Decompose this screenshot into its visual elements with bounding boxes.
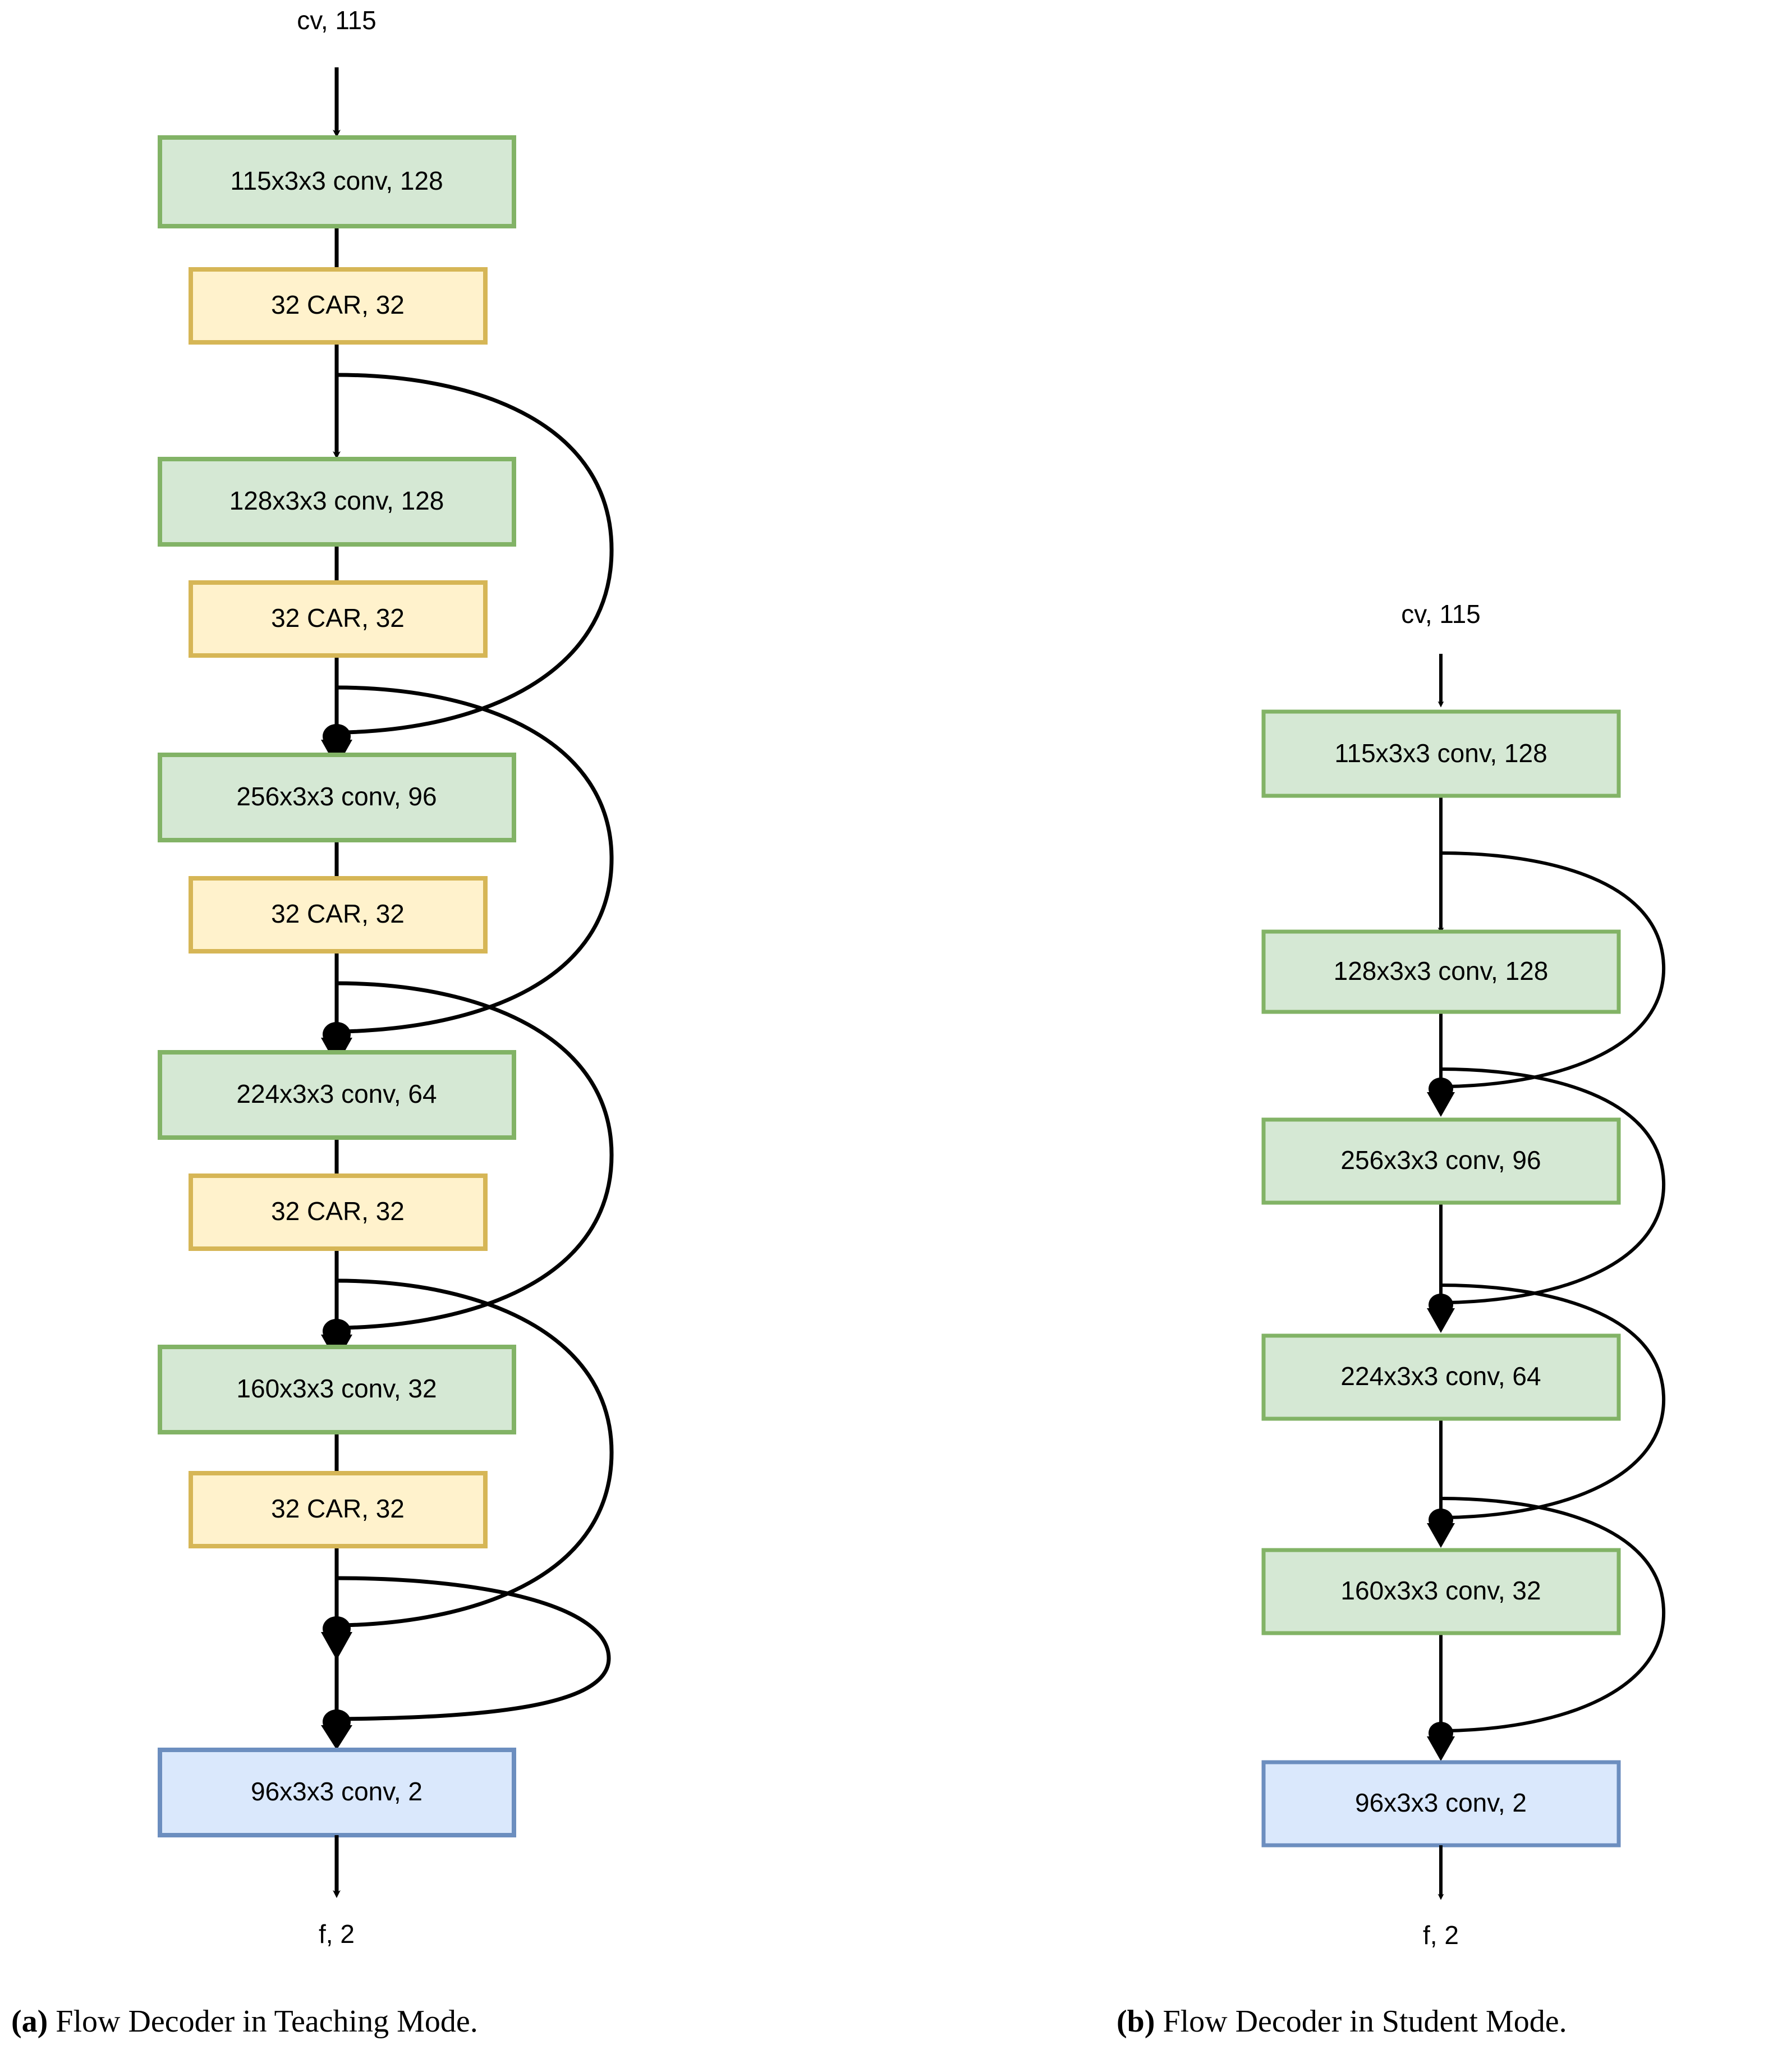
block-a-4-label: 256x3x3 conv, 96 [236, 782, 437, 811]
block-a-6[interactable]: 224x3x3 conv, 64 [158, 1050, 516, 1140]
block-a-1-label: 32 CAR, 32 [271, 290, 405, 319]
block-b-2[interactable]: 256x3x3 conv, 96 [1261, 1117, 1621, 1205]
block-a-10-label: 96x3x3 conv, 2 [251, 1777, 422, 1806]
skip-connection-a-4 [336, 1278, 614, 1628]
block-b-3-label: 224x3x3 conv, 64 [1340, 1362, 1541, 1391]
block-a-0-label: 115x3x3 conv, 128 [230, 166, 443, 195]
caption-panel-b: (b) Flow Decoder in Student Mode. [1117, 2004, 1567, 2039]
junction-b-2 [1427, 1294, 1455, 1333]
panel-a-output-label: f, 2 [319, 1919, 355, 1949]
block-b-4[interactable]: 160x3x3 conv, 32 [1261, 1548, 1621, 1635]
block-a-3[interactable]: 32 CAR, 32 [189, 580, 488, 658]
block-a-8[interactable]: 160x3x3 conv, 32 [158, 1345, 516, 1434]
skip-connection-a-2 [336, 685, 614, 1034]
block-a-3-label: 32 CAR, 32 [271, 603, 405, 632]
caption-panel-a: (a) Flow Decoder in Teaching Mode. [11, 2004, 478, 2039]
junction-b-3 [1427, 1509, 1455, 1548]
block-b-4-label: 160x3x3 conv, 32 [1340, 1576, 1541, 1605]
block-b-1-label: 128x3x3 conv, 128 [1334, 956, 1549, 985]
skip-connection-a-3 [336, 981, 614, 1330]
skip-connection-a-1 [336, 373, 614, 735]
block-a-7[interactable]: 32 CAR, 32 [189, 1173, 488, 1251]
block-b-1[interactable]: 128x3x3 conv, 128 [1261, 929, 1621, 1014]
block-b-3[interactable]: 224x3x3 conv, 64 [1261, 1333, 1621, 1421]
caption-b-text: Flow Decoder in Student Mode. [1155, 2004, 1567, 2039]
junction-a-4 [321, 1616, 352, 1660]
block-a-6-label: 224x3x3 conv, 64 [236, 1079, 437, 1108]
block-a-9-label: 32 CAR, 32 [271, 1494, 405, 1523]
block-a-7-label: 32 CAR, 32 [271, 1197, 405, 1226]
block-a-2[interactable]: 128x3x3 conv, 128 [158, 457, 516, 547]
skip-connection-b-4 [1440, 1497, 1666, 1732]
caption-a-text: Flow Decoder in Teaching Mode. [48, 2004, 478, 2039]
block-a-8-label: 160x3x3 conv, 32 [236, 1374, 437, 1403]
skip-connection-a-5 [336, 1576, 611, 1721]
panel-b-output-label: f, 2 [1423, 1920, 1459, 1950]
block-b-5-label: 96x3x3 conv, 2 [1355, 1788, 1527, 1817]
block-a-5-label: 32 CAR, 32 [271, 899, 405, 928]
skip-connection-b-2 [1440, 1067, 1666, 1304]
junction-b-4 [1427, 1722, 1455, 1761]
block-a-4[interactable]: 256x3x3 conv, 96 [158, 753, 516, 842]
block-b-5[interactable]: 96x3x3 conv, 2 [1261, 1760, 1621, 1848]
block-a-9[interactable]: 32 CAR, 32 [189, 1471, 488, 1548]
panel-a-teaching: cv, 115 [158, 6, 614, 1949]
panel-b-student: cv, 115 [1261, 599, 1666, 1950]
skip-connection-b-3 [1440, 1283, 1666, 1519]
block-a-5[interactable]: 32 CAR, 32 [189, 876, 488, 954]
block-b-0-label: 115x3x3 conv, 128 [1334, 739, 1547, 768]
junction-b-1 [1427, 1078, 1455, 1117]
block-a-0[interactable]: 115x3x3 conv, 128 [158, 135, 516, 228]
caption-b-marker: (b) [1117, 2004, 1155, 2039]
junction-a-5 [321, 1709, 352, 1750]
block-b-0[interactable]: 115x3x3 conv, 128 [1261, 709, 1621, 798]
panel-b-input-label: cv, 115 [1401, 599, 1480, 629]
block-a-10[interactable]: 96x3x3 conv, 2 [158, 1748, 516, 1837]
panel-a-input-label: cv, 115 [297, 6, 376, 35]
block-a-2-label: 128x3x3 conv, 128 [229, 486, 444, 515]
block-b-2-label: 256x3x3 conv, 96 [1340, 1145, 1541, 1175]
block-a-1[interactable]: 32 CAR, 32 [189, 267, 488, 345]
caption-a-marker: (a) [11, 2004, 48, 2039]
skip-connection-b-1 [1440, 851, 1666, 1088]
